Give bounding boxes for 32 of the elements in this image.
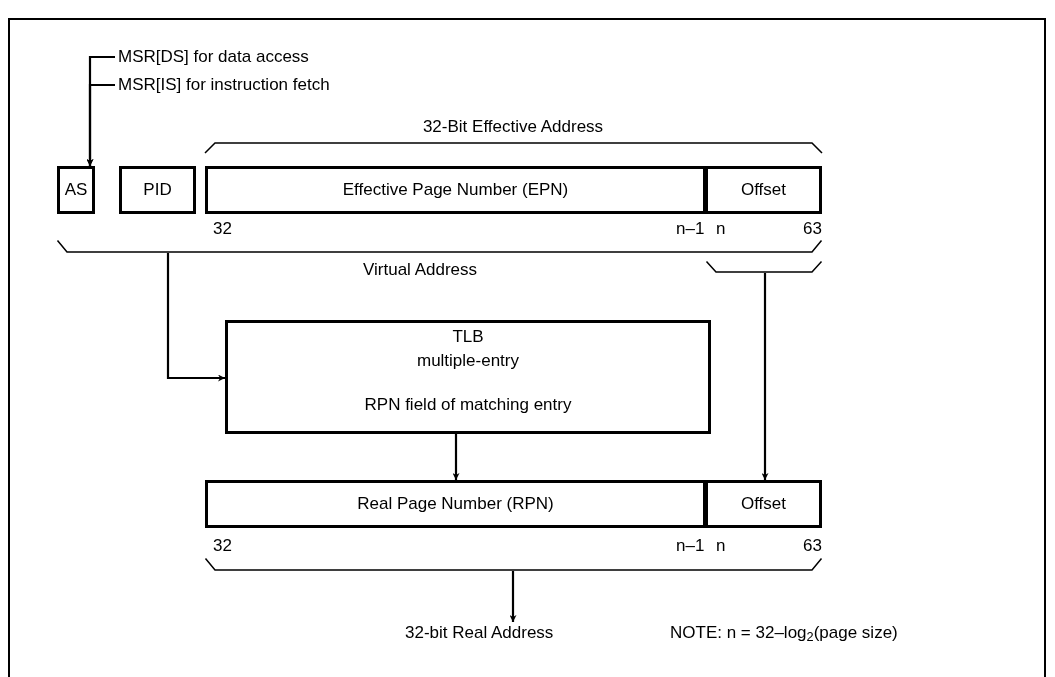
register-field: PID [119, 166, 196, 214]
register-field: Effective Page Number (EPN) [205, 166, 706, 214]
text-label: NOTE: n = 32–log$_{2}$(page size) [670, 622, 898, 644]
box-text: RPN field of matching entry [364, 394, 572, 416]
text-label: n [716, 535, 726, 557]
text-label: n [716, 218, 726, 240]
arrow [452, 434, 460, 480]
box-text: multiple-entry [416, 350, 519, 372]
text-label: n–1 [676, 535, 705, 557]
text-label: 32-Bit Effective Address [422, 116, 604, 138]
register-field: AS [57, 166, 95, 214]
text-label: n–1 [676, 218, 705, 240]
text-label: MSR[DS] for data access [118, 46, 378, 68]
text-label: 32-bit Real Address [405, 622, 625, 644]
bracket [205, 558, 822, 571]
arrow [166, 253, 225, 382]
bracket [57, 240, 822, 253]
arrow [761, 273, 769, 480]
text-label: 63 [803, 218, 822, 240]
box-text: TLB [452, 326, 484, 348]
text-label: Virtual Address [363, 259, 477, 281]
register-field: Real Page Number (RPN) [205, 480, 706, 528]
tlb-box [225, 320, 711, 434]
arrow [509, 571, 517, 622]
register-field: Offset [705, 166, 822, 214]
text-label: 63 [803, 535, 822, 557]
text-label: 32 [213, 218, 232, 240]
bracket [706, 261, 822, 273]
text-label: MSR[IS] for instruction fetch [118, 74, 398, 96]
register-field: Offset [705, 480, 822, 528]
text-label: 32 [213, 535, 232, 557]
arrow [86, 83, 115, 166]
